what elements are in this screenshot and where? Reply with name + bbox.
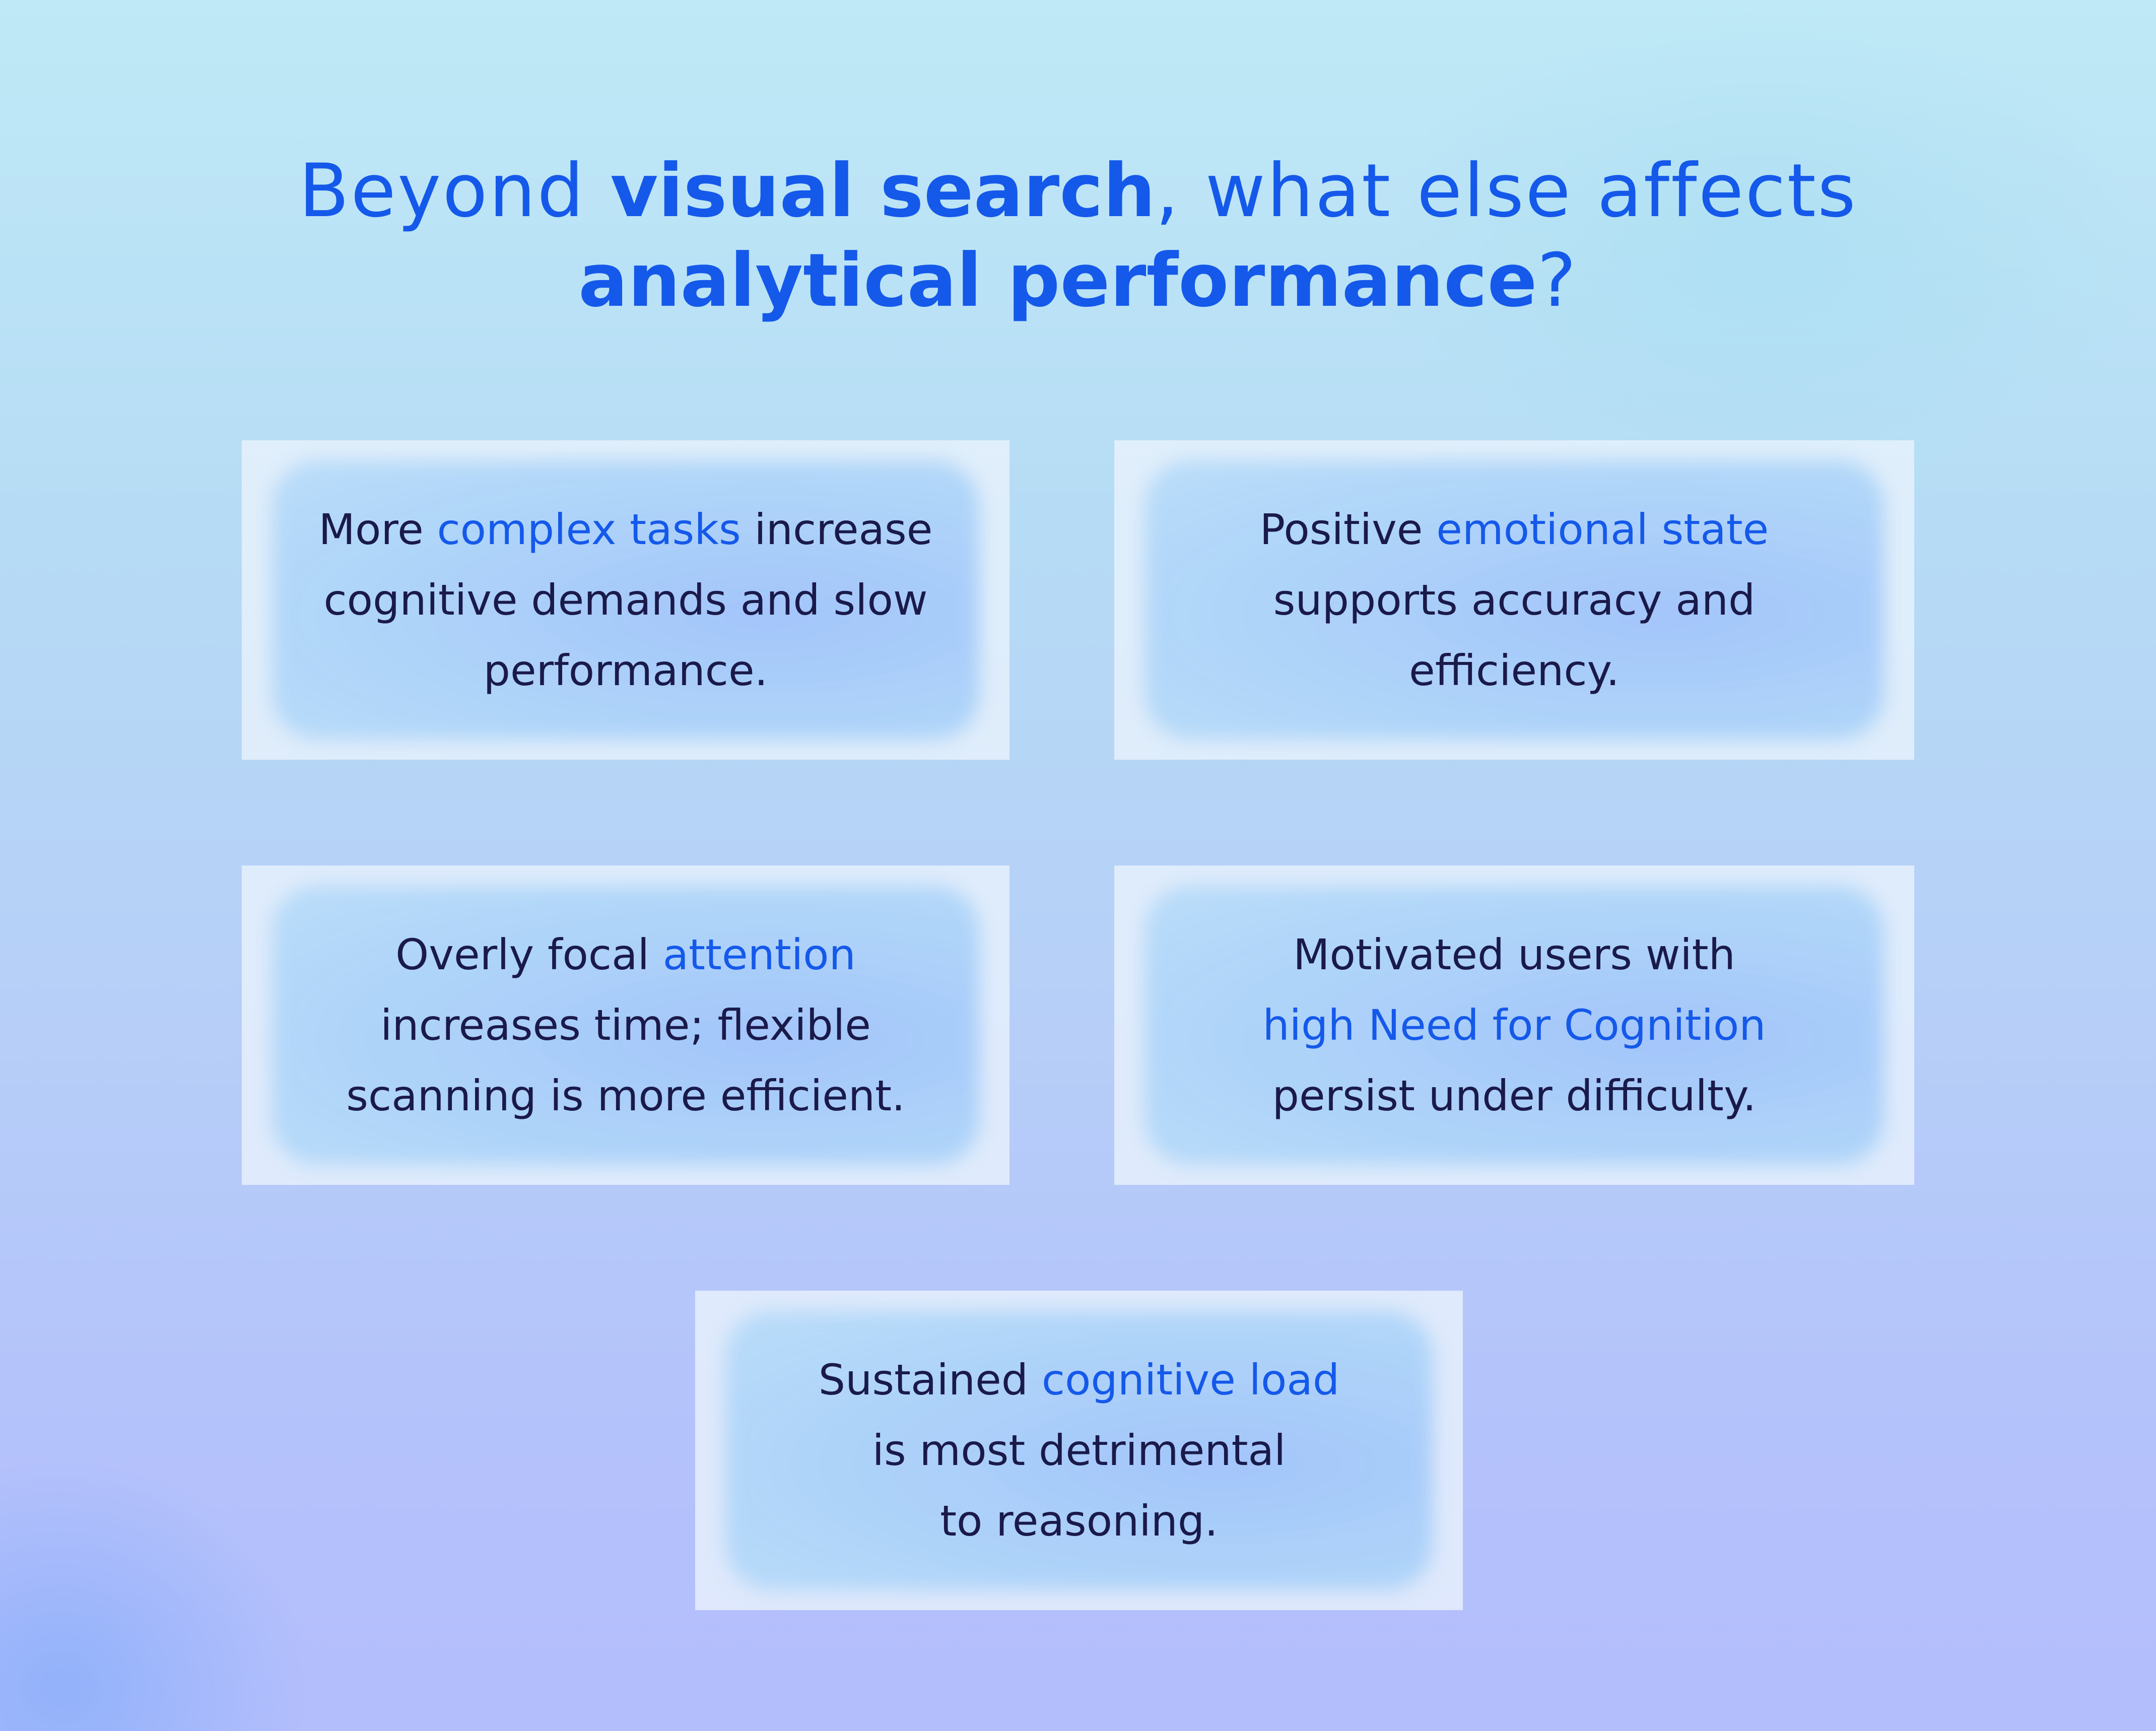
card-text: Sustained cognitive load is most detrime… bbox=[726, 1345, 1432, 1556]
card-text-line: performance. bbox=[483, 646, 768, 695]
card-text: More complex tasks increase cognitive de… bbox=[273, 494, 978, 706]
card-text-line: Motivated users with bbox=[1293, 930, 1735, 979]
card-highlight: high Need for Cognition bbox=[1262, 1001, 1766, 1050]
page-title: Beyond visual search, what else affects … bbox=[0, 146, 2156, 325]
card-text-part: Positive bbox=[1259, 505, 1437, 554]
card-text-line: to reasoning. bbox=[940, 1496, 1218, 1546]
card-glow bbox=[1144, 886, 1884, 1165]
card-highlight: complex tasks bbox=[437, 505, 741, 554]
card-text-line: efficiency. bbox=[1409, 646, 1620, 695]
card-attention: Overly focal attention increases time; f… bbox=[242, 865, 1009, 1185]
card-text: Overly focal attention increases time; f… bbox=[273, 919, 978, 1131]
card-text: Motivated users with high Need for Cogni… bbox=[1162, 919, 1867, 1131]
card-text-line: persist under difficulty. bbox=[1272, 1071, 1757, 1120]
title-line-1: Beyond visual search, what else affects bbox=[0, 146, 2156, 236]
card-text-part: Sustained bbox=[818, 1355, 1042, 1405]
card-glow bbox=[1144, 460, 1884, 740]
card-glow bbox=[272, 460, 979, 740]
card-text-part: Overly focal bbox=[395, 930, 663, 979]
card-text-line: is most detrimental bbox=[872, 1426, 1286, 1475]
card-text-part: More bbox=[318, 505, 437, 554]
card-highlight: emotional state bbox=[1436, 505, 1769, 554]
card-text-line: increases time; flexible bbox=[380, 1001, 871, 1050]
title-line-2: analytical performance? bbox=[0, 236, 2156, 325]
title-text: ? bbox=[1537, 238, 1578, 323]
card-text-line: scanning is more efficient. bbox=[346, 1071, 905, 1120]
card-glow bbox=[272, 886, 979, 1165]
card-cognitive-load: Sustained cognitive load is most detrime… bbox=[695, 1291, 1463, 1610]
card-text: Positive emotional state supports accura… bbox=[1162, 494, 1867, 706]
card-text-line: supports accuracy and bbox=[1273, 575, 1756, 625]
title-emphasis: analytical performance bbox=[578, 238, 1537, 323]
card-text-part: increase bbox=[740, 505, 933, 554]
title-emphasis: visual search bbox=[610, 148, 1156, 234]
card-highlight: cognitive load bbox=[1041, 1355, 1340, 1405]
title-text: Beyond bbox=[299, 148, 611, 234]
title-text: , what else affects bbox=[1155, 148, 1857, 234]
card-complex-tasks: More complex tasks increase cognitive de… bbox=[242, 440, 1009, 760]
card-emotional-state: Positive emotional state supports accura… bbox=[1114, 440, 1914, 760]
card-highlight: attention bbox=[662, 930, 856, 979]
card-text-line: cognitive demands and slow bbox=[323, 575, 928, 625]
card-need-for-cognition: Motivated users with high Need for Cogni… bbox=[1114, 865, 1914, 1185]
card-glow bbox=[725, 1311, 1433, 1590]
